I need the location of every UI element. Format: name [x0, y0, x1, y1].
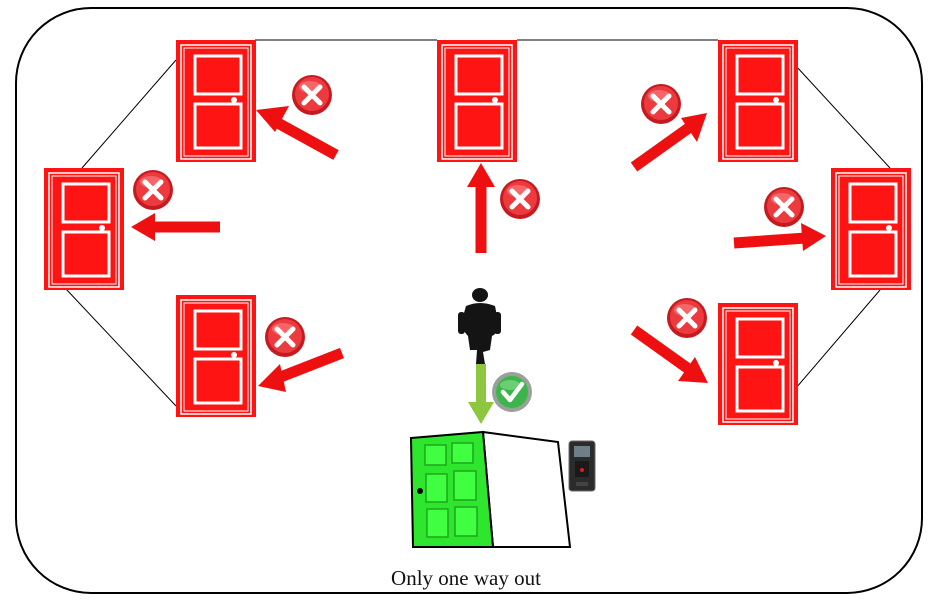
arrow-to-mid-right — [734, 238, 806, 243]
door-bottom-left — [176, 295, 256, 417]
door-mid-left — [44, 168, 124, 290]
exit-door — [411, 432, 570, 547]
blocked-badge-bottom-right-icon — [667, 298, 707, 338]
blocked-badge-top-left-icon — [292, 75, 332, 115]
blocked-badge-mid-left-icon — [133, 170, 173, 210]
arrow-to-top-right — [634, 127, 690, 167]
blocked-badge-top-right-icon — [641, 84, 681, 124]
door-top-center — [437, 40, 517, 162]
person-silhouette-icon — [458, 288, 501, 364]
blocked-badge-bottom-left-icon — [265, 317, 305, 357]
door-bottom-right — [718, 303, 798, 425]
arrow-to-top-left — [276, 122, 336, 155]
diagram-caption: Only one way out — [0, 566, 932, 591]
blocked-badge-mid-right-icon — [764, 187, 804, 227]
door-top-left — [176, 40, 256, 162]
exit-arrow — [468, 364, 494, 424]
door-mid-right — [831, 168, 911, 290]
door-top-right — [718, 40, 798, 162]
access-terminal-icon — [569, 441, 595, 491]
blocked-badge-top-center-icon — [500, 179, 540, 219]
checkmark-icon — [492, 372, 532, 412]
